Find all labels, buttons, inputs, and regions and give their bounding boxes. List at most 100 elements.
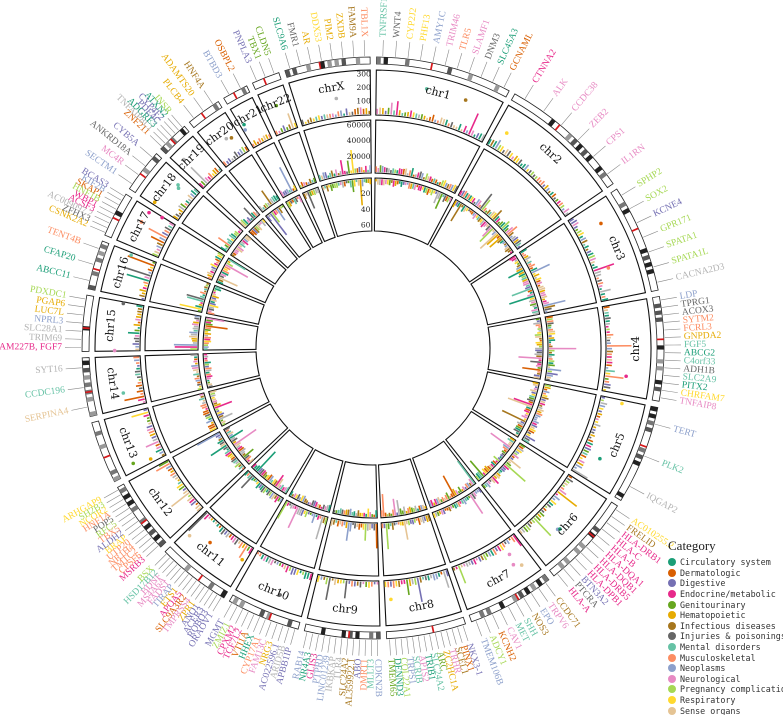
- track-bar: [218, 276, 238, 287]
- track-bar: [305, 192, 308, 196]
- gene-connector: [606, 522, 620, 533]
- track-bar: [483, 467, 489, 473]
- track-bar: [572, 468, 588, 479]
- track-bar: [473, 134, 476, 138]
- track-bar: [237, 245, 244, 252]
- track-bar: [472, 213, 477, 220]
- track-bar: [192, 368, 199, 372]
- track-bar: [194, 317, 200, 320]
- track-bar: [510, 235, 516, 241]
- gene-connector: [107, 191, 122, 201]
- centromere: [169, 138, 177, 145]
- track-bar: [542, 392, 547, 395]
- track-bar: [268, 491, 273, 497]
- track-bar: [500, 467, 506, 473]
- track-bar: [527, 522, 532, 528]
- track-bar: [524, 414, 529, 417]
- gene-label: ABO: [353, 658, 364, 679]
- track-bar: [138, 387, 143, 390]
- track-panel-chr22: [277, 131, 318, 190]
- track-bar: [241, 146, 246, 153]
- track-bar: [207, 423, 215, 428]
- gene-connector: [268, 58, 275, 74]
- gene-label: NPRL3: [34, 314, 64, 326]
- track-bar: [585, 248, 589, 252]
- track-bar: [581, 239, 588, 244]
- track-bar: [137, 398, 145, 402]
- track-bar: [193, 321, 199, 324]
- track-bar: [238, 544, 248, 559]
- track-bar: [513, 428, 520, 433]
- track-bar: [544, 384, 552, 388]
- track-bar: [478, 133, 483, 140]
- chromosome-label: chr2: [537, 140, 565, 167]
- track-bar: [242, 452, 246, 457]
- legend-swatch: [668, 611, 676, 620]
- gene-connector: [629, 200, 644, 210]
- gene-connector: [66, 321, 83, 324]
- track-bar: [204, 328, 211, 332]
- track-bar: [548, 501, 554, 507]
- legend-label: Circulatory system: [680, 557, 771, 568]
- track-bar: [215, 286, 222, 290]
- track-bar: [197, 309, 202, 313]
- track-bar: [475, 557, 478, 561]
- track-bar: [318, 174, 322, 181]
- gene-connector: [382, 40, 384, 57]
- track-bar: [523, 254, 529, 259]
- track-bar: [495, 460, 499, 463]
- track-bar: [207, 311, 215, 315]
- track-bar: [499, 544, 505, 551]
- track-panel-chr14: [202, 351, 260, 389]
- track-bar: [214, 167, 220, 173]
- track-bar: [475, 214, 479, 219]
- gene-label: AR: [299, 30, 312, 46]
- track-bar: [243, 448, 254, 458]
- ideogram-band: [179, 128, 188, 136]
- gene-connector: [65, 329, 82, 332]
- track-bar: [213, 291, 216, 294]
- track-bar: [210, 517, 214, 521]
- track-bar: [261, 190, 273, 205]
- track-bar: [237, 230, 241, 234]
- track-bar: [223, 530, 228, 535]
- track-bar: [343, 170, 346, 175]
- ideogram-band: [547, 118, 556, 127]
- track-bar: [135, 384, 143, 388]
- track-bar: [243, 207, 255, 220]
- track-bar: [205, 367, 212, 370]
- track-bar: [603, 306, 610, 309]
- track-bar: [293, 198, 298, 205]
- track-bar: [259, 485, 264, 491]
- track-bar: [528, 400, 534, 404]
- track-bar: [452, 488, 457, 496]
- legend-label: Pregnancy complications: [680, 684, 783, 695]
- track-bar: [296, 493, 301, 500]
- track-bar: [522, 366, 541, 371]
- track-bar: [176, 483, 184, 489]
- track-bar: [538, 285, 544, 289]
- track-bar: [483, 207, 487, 212]
- track-bar: [453, 503, 458, 509]
- track-bar: [548, 364, 555, 367]
- track-bar: [566, 477, 574, 483]
- track-bar: [134, 370, 141, 373]
- track-bar: [323, 576, 326, 581]
- track-bar: [510, 156, 515, 160]
- track-bar: [517, 159, 523, 165]
- centromere: [631, 227, 639, 232]
- track-bar: [193, 325, 199, 328]
- track-bar: [535, 279, 541, 283]
- track-bar: [462, 125, 468, 133]
- track-bar: [514, 239, 522, 246]
- track-bar: [331, 183, 335, 189]
- track-layer: [94, 69, 652, 627]
- gene-connector: [259, 619, 266, 635]
- track-bar: [140, 392, 144, 395]
- track-bar: [474, 490, 478, 494]
- ideogram-band: [238, 599, 246, 609]
- legend-label: Dermatologic: [680, 567, 741, 578]
- gene-label: CCDC196: [24, 385, 65, 400]
- track-bar: [228, 533, 233, 538]
